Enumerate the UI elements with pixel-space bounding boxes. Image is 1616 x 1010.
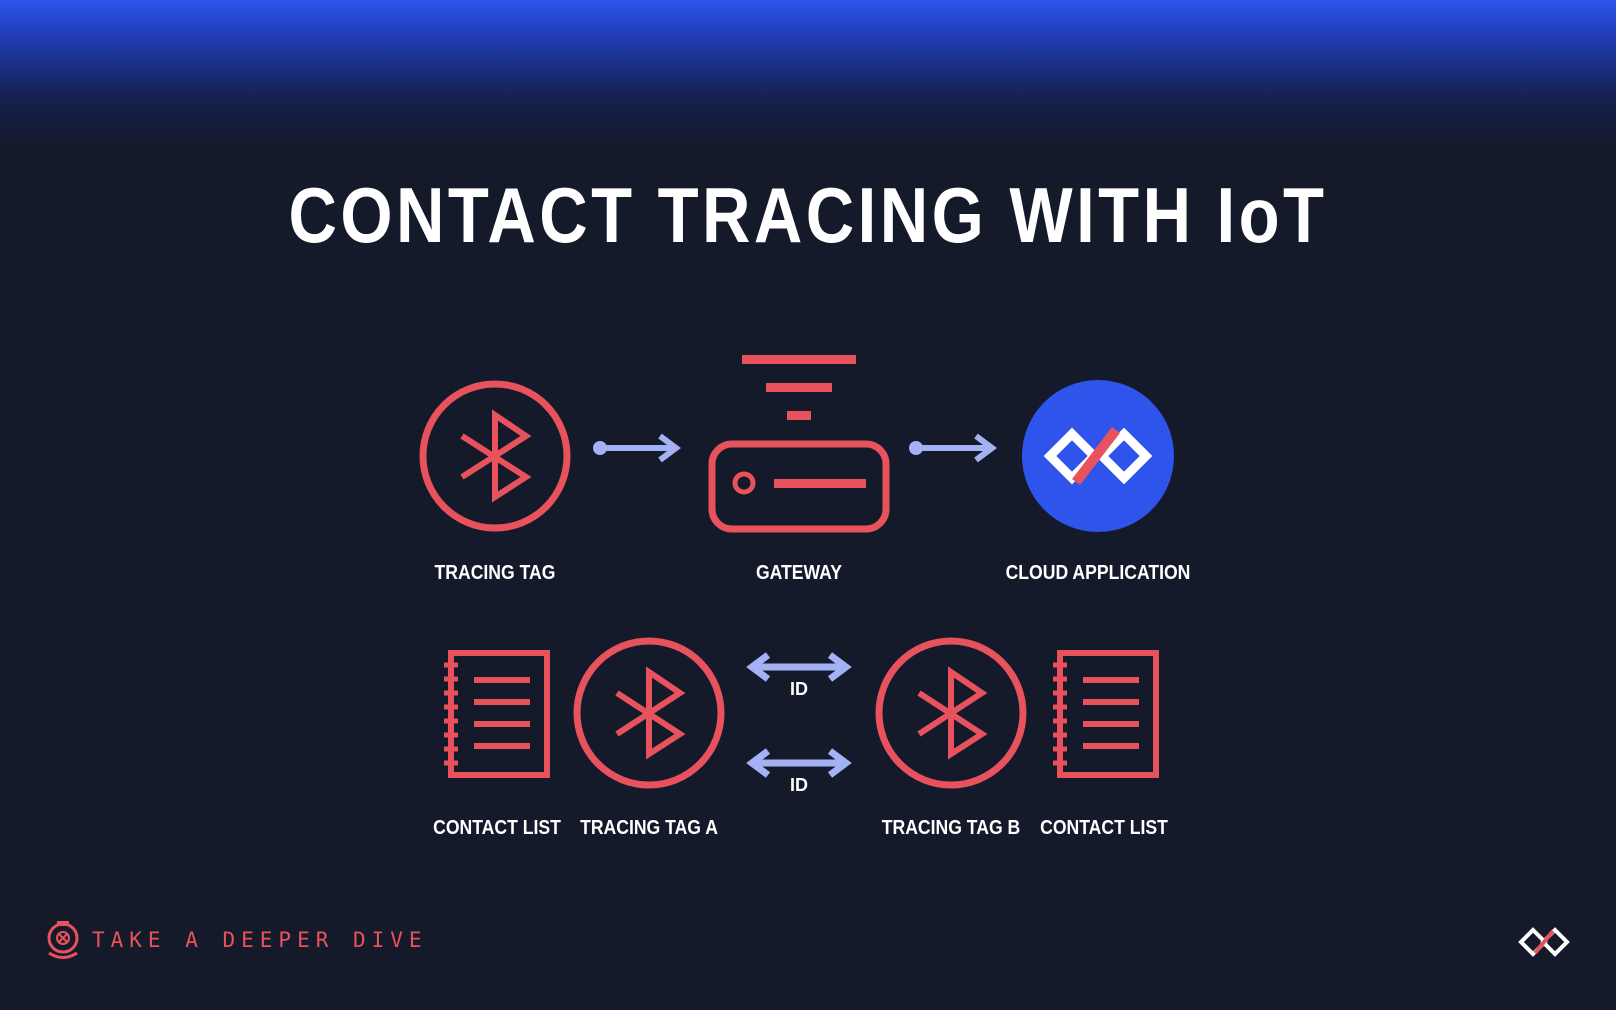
- tracing-tag-label: TRACING TAG: [434, 562, 556, 584]
- cloud-application-icon: [1022, 380, 1174, 532]
- id-label-bottom: ID: [790, 775, 808, 795]
- notebook-icon: [1053, 650, 1159, 778]
- cloud-application-label: CLOUD APPLICATION: [1005, 562, 1191, 584]
- arrow-right-icon: [909, 433, 997, 463]
- bluetooth-icon: [419, 380, 571, 532]
- contact-list-right-label: CONTACT LIST: [1040, 817, 1168, 839]
- page-title: CONTACT TRACING WITH IoT: [288, 171, 1328, 259]
- diver-helmet-icon: [47, 921, 79, 959]
- gateway-icon: [708, 355, 890, 533]
- bluetooth-icon: [875, 637, 1027, 789]
- contact-list-left-label: CONTACT LIST: [433, 817, 561, 839]
- double-arrow-icon: [746, 652, 852, 682]
- notebook-icon: [444, 650, 550, 778]
- bluetooth-icon: [573, 637, 725, 789]
- tracing-tag-a-label: TRACING TAG A: [580, 817, 718, 839]
- tracing-tag-b-label: TRACING TAG B: [881, 817, 1021, 839]
- double-arrow-icon: [746, 748, 852, 778]
- footer-tagline-link[interactable]: TAKE A DEEPER DIVE: [92, 928, 428, 952]
- brand-logo-icon: [1518, 927, 1570, 957]
- gateway-label: GATEWAY: [755, 562, 843, 584]
- arrow-right-icon: [593, 433, 681, 463]
- id-label-top: ID: [790, 679, 808, 699]
